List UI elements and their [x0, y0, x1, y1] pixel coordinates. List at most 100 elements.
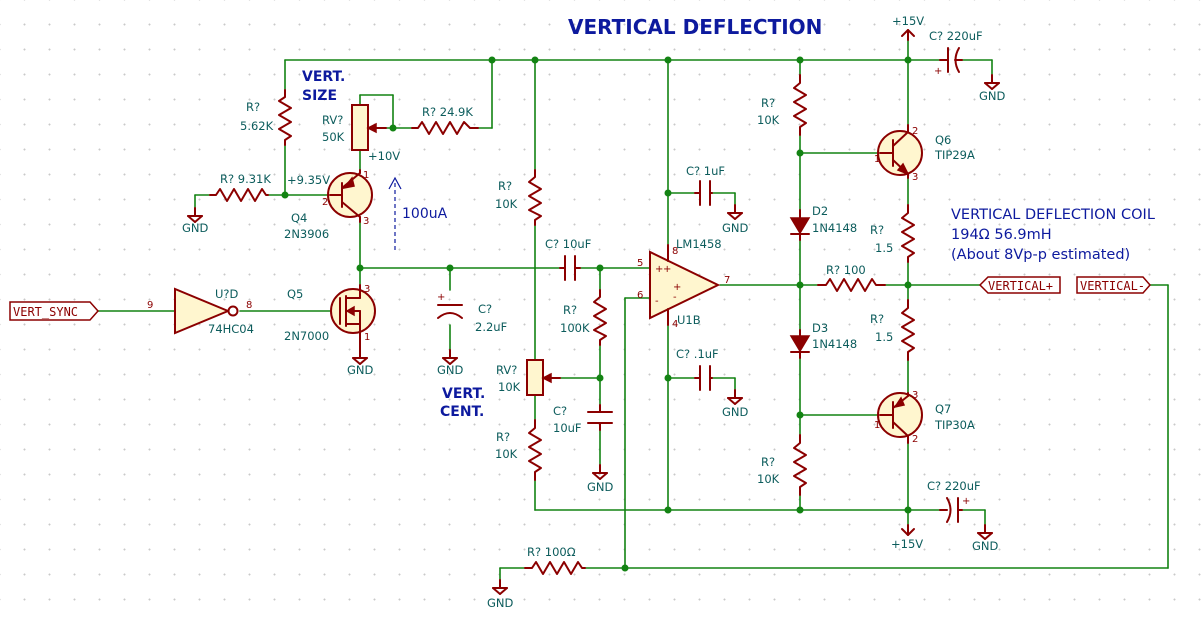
schematic-title: VERTICAL DEFLECTION: [568, 15, 822, 39]
resistor-r1: R? 5.62K: [240, 89, 292, 146]
svg-text:+: +: [437, 292, 445, 303]
svg-text:R?: R?: [246, 100, 260, 114]
svg-text:Q4: Q4: [291, 211, 307, 225]
svg-text:GND: GND: [487, 596, 514, 610]
svg-text:3: 3: [363, 216, 369, 227]
inverter-u1d: 9 8 U?D 74HC04: [147, 287, 254, 336]
resistor-r4: R? 10K: [495, 169, 542, 226]
resistor-r6: R? 10K: [495, 419, 542, 481]
svg-text:10K: 10K: [498, 380, 521, 394]
svg-text:100uA: 100uA: [402, 206, 448, 222]
power-vcc-top: +15V: [892, 14, 924, 41]
svg-text:TIP30A: TIP30A: [934, 418, 975, 432]
current-annotation: 100uA: [388, 176, 448, 250]
svg-text:RV?: RV?: [496, 363, 517, 377]
svg-text:R? 24.9K: R? 24.9K: [422, 105, 473, 119]
svg-text:(About 8Vp-p estimated): (About 8Vp-p estimated): [951, 247, 1130, 263]
svg-text:5: 5: [637, 258, 643, 269]
svg-text:RV?: RV?: [322, 113, 343, 127]
potentiometer-rv1: RV? 50K: [322, 104, 387, 151]
svg-text:2N7000: 2N7000: [284, 329, 329, 343]
resistor-r7: R? 10K: [757, 74, 807, 136]
svg-text:-: -: [673, 292, 677, 303]
svg-text:Q6: Q6: [935, 133, 951, 147]
svg-text:3: 3: [912, 172, 918, 183]
junctions: [281, 56, 912, 572]
svg-text:+15V: +15V: [892, 14, 924, 28]
svg-text:2: 2: [322, 197, 328, 208]
svg-text:1.5: 1.5: [875, 241, 893, 255]
svg-text:R? 100Ω: R? 100Ω: [527, 545, 576, 559]
svg-text:1: 1: [874, 420, 880, 431]
svg-text:2: 2: [912, 126, 918, 137]
svg-text:LM1458: LM1458: [676, 237, 722, 251]
diode-d2: D2 1N4148: [789, 204, 857, 241]
svg-text:R? 100: R? 100: [826, 263, 866, 277]
voltage-10v: +10V: [368, 149, 400, 163]
svg-text:R?: R?: [563, 303, 577, 317]
potentiometer-rv2: RV? 10K: [496, 359, 561, 396]
svg-text:C? 220uF: C? 220uF: [927, 479, 981, 493]
svg-text:TIP29A: TIP29A: [934, 148, 975, 162]
svg-text:Q5: Q5: [287, 287, 303, 301]
svg-text:+: +: [673, 282, 681, 293]
resistor-r9: R? 1.5: [870, 204, 915, 263]
svg-text:2N3906: 2N3906: [284, 227, 329, 241]
transistor-q6: 2 1 3 Q6 TIP29A: [874, 124, 975, 183]
svg-text:7: 7: [724, 275, 730, 286]
resistor-r3: R? 9.31K: [209, 172, 271, 202]
svg-text:VERT.: VERT.: [442, 386, 485, 402]
resistor-r2: R? 24.9K: [411, 105, 479, 135]
svg-text:8: 8: [672, 246, 678, 257]
capacitor-c3: C? 10uF: [553, 404, 613, 435]
mosfet-q5: 3 1 Q5 2N7000: [284, 284, 376, 351]
svg-text:+15V: +15V: [891, 537, 923, 551]
svg-text:D3: D3: [812, 321, 828, 335]
svg-text:SIZE: SIZE: [302, 88, 337, 104]
svg-text:R?: R?: [761, 455, 775, 469]
svg-text:R?: R?: [870, 223, 884, 237]
svg-text:1: 1: [874, 154, 880, 165]
svg-text:3: 3: [912, 390, 918, 401]
svg-text:C?: C?: [553, 404, 567, 418]
svg-text:R?: R?: [498, 179, 512, 193]
svg-text:U?D: U?D: [215, 287, 239, 301]
coil-note: VERTICAL DEFLECTION COIL 194Ω 56.9mH (Ab…: [951, 207, 1155, 263]
svg-text:10uF: 10uF: [553, 421, 582, 435]
svg-text:194Ω 56.9mH: 194Ω 56.9mH: [951, 227, 1052, 243]
svg-text:1: 1: [364, 332, 370, 343]
svg-text:Q7: Q7: [935, 402, 951, 416]
svg-text:GND: GND: [722, 405, 749, 419]
svg-text:74HC04: 74HC04: [208, 322, 254, 336]
svg-text:GND: GND: [437, 363, 464, 377]
label-vert-sync: VERT_SYNC: [9, 301, 100, 321]
svg-text:+: +: [663, 264, 671, 275]
svg-text:C? 10uF: C? 10uF: [545, 237, 591, 251]
label-vertical-plus: VERTICAL+: [978, 276, 1061, 294]
capacitor-c6: + C? 220uF: [929, 29, 983, 77]
svg-text:100K: 100K: [560, 321, 590, 335]
svg-text:4: 4: [672, 319, 678, 330]
resistor-r8: R? 10K: [757, 434, 807, 496]
svg-text:GND: GND: [972, 539, 999, 553]
svg-text:VERTICAL DEFLECTION COIL: VERTICAL DEFLECTION COIL: [951, 207, 1155, 223]
svg-text:C? 220uF: C? 220uF: [929, 29, 983, 43]
opamp-u1b: + + - + - 5 6 7 8 4 LM1458 U1B: [637, 237, 730, 330]
resistor-r11: R? 100: [817, 263, 886, 292]
svg-text:GND: GND: [587, 480, 614, 494]
svg-text:6: 6: [637, 290, 643, 301]
svg-text:R?: R?: [870, 312, 884, 326]
vert-cent-label: VERT. CENT.: [440, 386, 485, 420]
capacitor-c4: C? 1uF: [686, 164, 725, 206]
voltage-935v: +9.35V: [287, 173, 330, 187]
svg-text:3: 3: [364, 284, 370, 295]
resistor-r12: R? 100Ω: [524, 545, 586, 575]
svg-text:10K: 10K: [495, 447, 518, 461]
wires: [97, 29, 1169, 581]
svg-text:5.62K: 5.62K: [240, 119, 274, 133]
svg-text:GND: GND: [722, 221, 749, 235]
svg-text:VERTICAL-: VERTICAL-: [1080, 279, 1145, 293]
capacitor-c5: C? .1uF: [676, 347, 719, 391]
svg-text:C? .1uF: C? .1uF: [676, 347, 719, 361]
power-vcc-bottom: +15V: [891, 524, 923, 551]
